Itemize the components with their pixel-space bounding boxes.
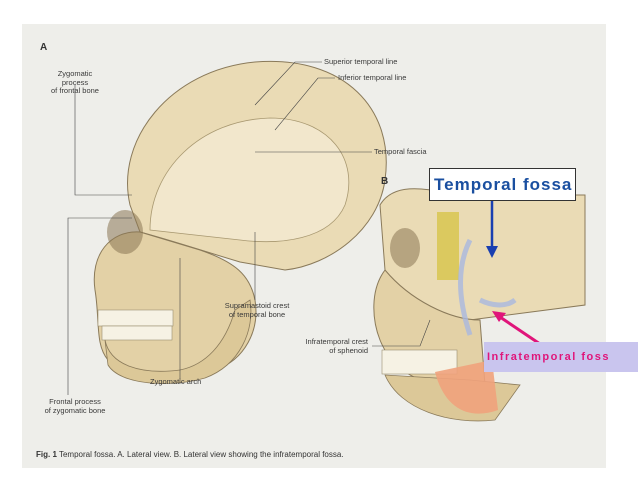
leader-lines — [67, 61, 431, 395]
teeth-upper-a — [97, 309, 174, 327]
label-inferior-temporal-line: Inferior temporal line — [338, 73, 407, 82]
leader-superior-temporal — [254, 61, 322, 106]
mandible-a — [104, 299, 252, 384]
figure-caption-text: Temporal fossa. A. Lateral view. B. Late… — [58, 450, 344, 459]
label-superior-temporal-line: Superior temporal line — [324, 57, 398, 66]
label-zygomatic-arch: Zygomatic arch — [150, 377, 202, 386]
infratemporal-fossa-arrow-head — [492, 311, 506, 322]
label-infratemporal-crest-line1: Infratemporal crest — [305, 337, 368, 346]
label-infratemporal-crest: Infratemporal crest of sphenoid — [288, 337, 368, 355]
label-zygomatic-process-line1: Zygomatic process — [57, 69, 93, 87]
figure-number: Fig. 1 — [36, 450, 57, 459]
arch-arrow-light — [458, 238, 473, 336]
leader-zygomatic-process — [74, 85, 132, 196]
label-supramastoid-line2: of temporal bone — [228, 309, 286, 319]
infratemporal-fossa-label-box: Infratemporal foss — [484, 342, 638, 372]
figure-caption: Fig. 1 Temporal fossa. A. Lateral view. … — [36, 450, 344, 459]
temporal-fossa-arrow — [486, 201, 498, 258]
label-frontal-process-line1: Frontal process — [49, 397, 101, 406]
arch-arrow-light-2 — [478, 297, 517, 308]
label-supramastoid-line1: Supramastoid crest — [224, 301, 290, 310]
infratemporal-fossa-arrow-shaft — [499, 315, 541, 346]
orbit-a — [107, 210, 143, 254]
leader-frontal-process — [67, 217, 132, 395]
temporal-fossa-highlight — [437, 212, 459, 280]
leader-infratemporal-crest — [372, 319, 431, 347]
orbit-b — [390, 228, 420, 268]
temporal-fossa-label-box: Temporal fossa — [429, 168, 576, 201]
skull-a — [93, 60, 387, 384]
label-frontal-process-line2: of zygomatic bone — [44, 405, 106, 415]
temporal-fossa-arrow-head — [486, 246, 498, 258]
label-infratemporal-crest-line2: of sphenoid — [329, 345, 368, 355]
infratemporal-fossa-arrow — [492, 311, 541, 346]
label-zygomatic-process: Zygomatic process of frontal bone — [44, 69, 106, 96]
label-frontal-process: Frontal process of zygomatic bone — [44, 397, 106, 415]
label-zygomatic-process-line2: of frontal bone — [51, 86, 99, 96]
teeth-lower-a — [101, 325, 173, 341]
label-temporal-fascia: Temporal fascia — [374, 147, 427, 156]
leader-inferior-temporal — [274, 77, 335, 131]
panel-b-letter: B — [381, 176, 389, 187]
label-supramastoid-crest: Supramastoid crest of temporal bone — [222, 301, 292, 319]
panel-a-letter: A — [40, 42, 48, 53]
skull-b — [373, 188, 586, 422]
temporal-fossa-region — [149, 117, 350, 242]
masseter-muscle — [435, 360, 498, 414]
